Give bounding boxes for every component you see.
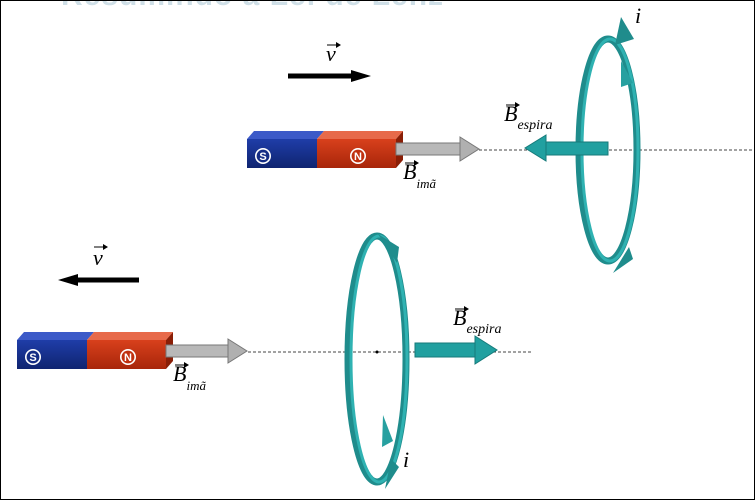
north-pole-label: N (124, 352, 132, 364)
b-magnet-symbol: B (173, 361, 186, 386)
loop-current-arrowhead-bottom (385, 459, 399, 489)
south-pole-label: S (29, 352, 36, 364)
b-loop-label: Bespira (453, 305, 501, 337)
bottom-scene: v S N (17, 232, 531, 489)
vector-accent (94, 244, 108, 250)
b-magnet-vector-accent (405, 160, 419, 166)
b-magnet-subscript: imã (186, 378, 206, 393)
b-magnet-label: Bimã (403, 159, 436, 191)
b-loop-subscript: espira (466, 322, 501, 337)
b-magnet-subscript: imã (416, 176, 436, 191)
b-loop-arrow (524, 134, 609, 162)
b-loop-subscript: espira (517, 118, 552, 133)
velocity-label: v (93, 245, 103, 270)
loop-center-dot (375, 350, 379, 354)
b-loop-arrow (414, 335, 498, 365)
loop-current-arrowhead-top (378, 234, 399, 263)
vector-accent (327, 42, 341, 48)
velocity-label: v (326, 41, 336, 66)
loop-current-arrowhead-bottom (613, 247, 633, 273)
loop-current-arrowhead-top (615, 17, 634, 45)
loop-current-arrowhead-lower (382, 415, 393, 447)
b-magnet-arrow (165, 338, 248, 364)
b-magnet-vector-accent (175, 362, 189, 368)
top-scene: v S N (247, 3, 754, 273)
current-loop (575, 17, 641, 273)
north-pole-label: N (354, 151, 362, 163)
b-loop-label: Bespira (504, 101, 552, 133)
slide-title: Resumindo a Lei de Lenz (61, 1, 681, 12)
b-magnet-arrow (395, 136, 480, 162)
velocity-arrow (288, 70, 371, 82)
current-label: i (403, 447, 409, 472)
current-label: i (635, 3, 641, 28)
b-magnet-label: Bimã (173, 361, 206, 393)
bar-magnet: S N (247, 131, 403, 168)
velocity-arrow (58, 274, 139, 286)
loop-current-arrowhead-mid (621, 61, 633, 87)
bar-magnet: S N (17, 332, 173, 369)
b-loop-symbol: B (453, 305, 466, 330)
b-magnet-symbol: B (403, 159, 416, 184)
b-loop-vector-accent (455, 306, 469, 312)
b-loop-symbol: B (504, 101, 517, 126)
south-pole-label: S (259, 151, 266, 163)
b-loop-vector-accent (506, 102, 520, 108)
current-loop (344, 232, 410, 489)
